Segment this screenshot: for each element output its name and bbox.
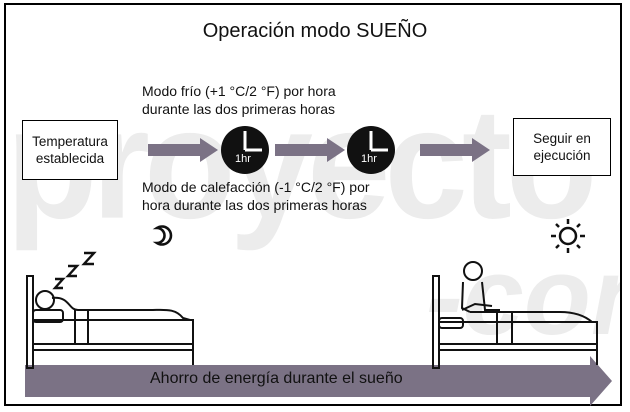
sun-icon (551, 219, 585, 253)
clock-label-2: 1hr (361, 153, 377, 165)
clock-icon-1 (221, 126, 269, 174)
watermark-text-2: -con (426, 235, 620, 358)
sleeping-person-icon (26, 275, 194, 369)
cool-note-line-1: Modo frío (+1 °C/2 °F) por hora (142, 83, 336, 99)
end-box: Seguir en ejecución (513, 118, 611, 176)
heat-note: Modo de calefacción (-1 °C/2 °F) por hor… (142, 178, 370, 214)
moon-icon (152, 225, 173, 246)
arrow-2 (275, 138, 345, 162)
heat-note-line-2: hora durante las dos primeras horas (142, 197, 367, 213)
savings-label: Ahorro de energía durante el sueño (150, 370, 403, 387)
arrow-3 (420, 138, 490, 162)
diagram-title: Operación modo SUEÑO (202, 20, 428, 42)
clock-icon-2 (347, 126, 395, 174)
cool-note: Modo frío (+1 °C/2 °F) por hora durante … (142, 82, 336, 118)
heat-note-line-1: Modo de calefacción (-1 °C/2 °F) por (142, 179, 370, 195)
waking-person-icon (432, 261, 598, 369)
clock-label-1: 1hr (235, 153, 251, 165)
diagram-frame: proyecto -con (4, 3, 622, 406)
start-box-label: Temperatura establecida (32, 134, 108, 166)
start-box: Temperatura establecida (22, 120, 118, 180)
arrow-1 (148, 138, 218, 162)
sleep-zzz-icon (52, 251, 97, 290)
end-box-label: Seguir en ejecución (533, 131, 591, 163)
cool-note-line-2: durante las dos primeras horas (142, 101, 335, 117)
savings-arrow (25, 356, 612, 406)
